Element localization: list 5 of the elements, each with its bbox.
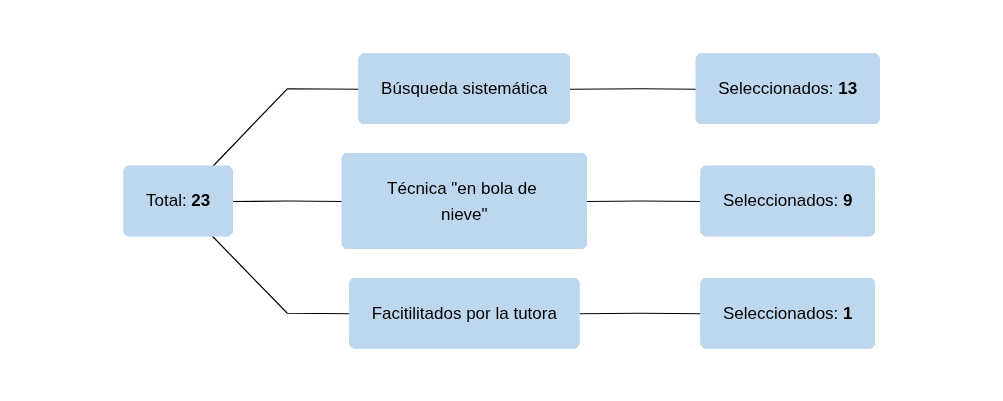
connector [569, 87, 698, 90]
connector [211, 235, 351, 314]
connector [586, 199, 702, 202]
connector [232, 199, 344, 202]
connector [578, 312, 702, 314]
